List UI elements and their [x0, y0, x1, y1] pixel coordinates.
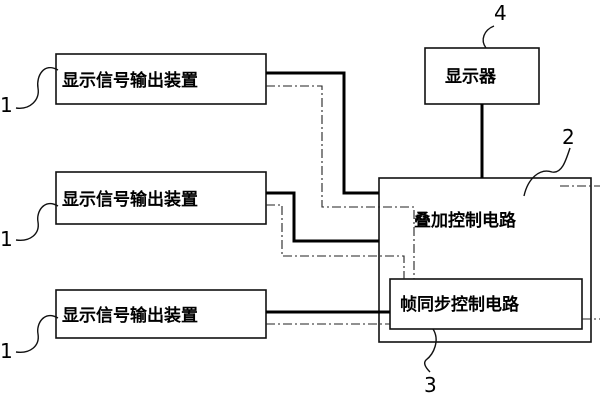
ref-numeral-source-3: 1 [0, 339, 13, 363]
display-box [424, 47, 540, 105]
source-label-1: 显示信号输出装置 [62, 70, 198, 91]
signal-line-1 [266, 71, 379, 195]
leader-source-3 [15, 315, 59, 353]
source-box-3 [55, 289, 267, 339]
display-label: 显示器 [445, 67, 497, 87]
frame-sync-label: 帧同步控制电路 [400, 294, 520, 315]
overlay-control-label: 叠加控制电路 [414, 210, 517, 231]
leader-frame-sync [423, 328, 437, 373]
source-box-2 [55, 171, 267, 225]
source-label-3: 显示信号输出装置 [62, 305, 198, 326]
ref-numeral-source-1: 1 [0, 93, 13, 117]
leader-source-2 [15, 203, 59, 241]
ref-numeral-frame-sync: 3 [424, 373, 437, 397]
source-box-1 [55, 53, 267, 105]
leader-overlay-control [523, 147, 571, 197]
leader-source-1 [15, 67, 59, 109]
ref-numeral-overlay-control: 2 [562, 125, 575, 149]
signal-line-2 [266, 191, 379, 243]
leader-display [482, 25, 495, 49]
ref-numeral-display: 4 [494, 1, 507, 25]
sync-line-1 [266, 85, 415, 279]
frame-sync-box [389, 278, 583, 330]
ref-numeral-source-2: 1 [0, 227, 13, 251]
source-label-2: 显示信号输出装置 [62, 189, 198, 210]
